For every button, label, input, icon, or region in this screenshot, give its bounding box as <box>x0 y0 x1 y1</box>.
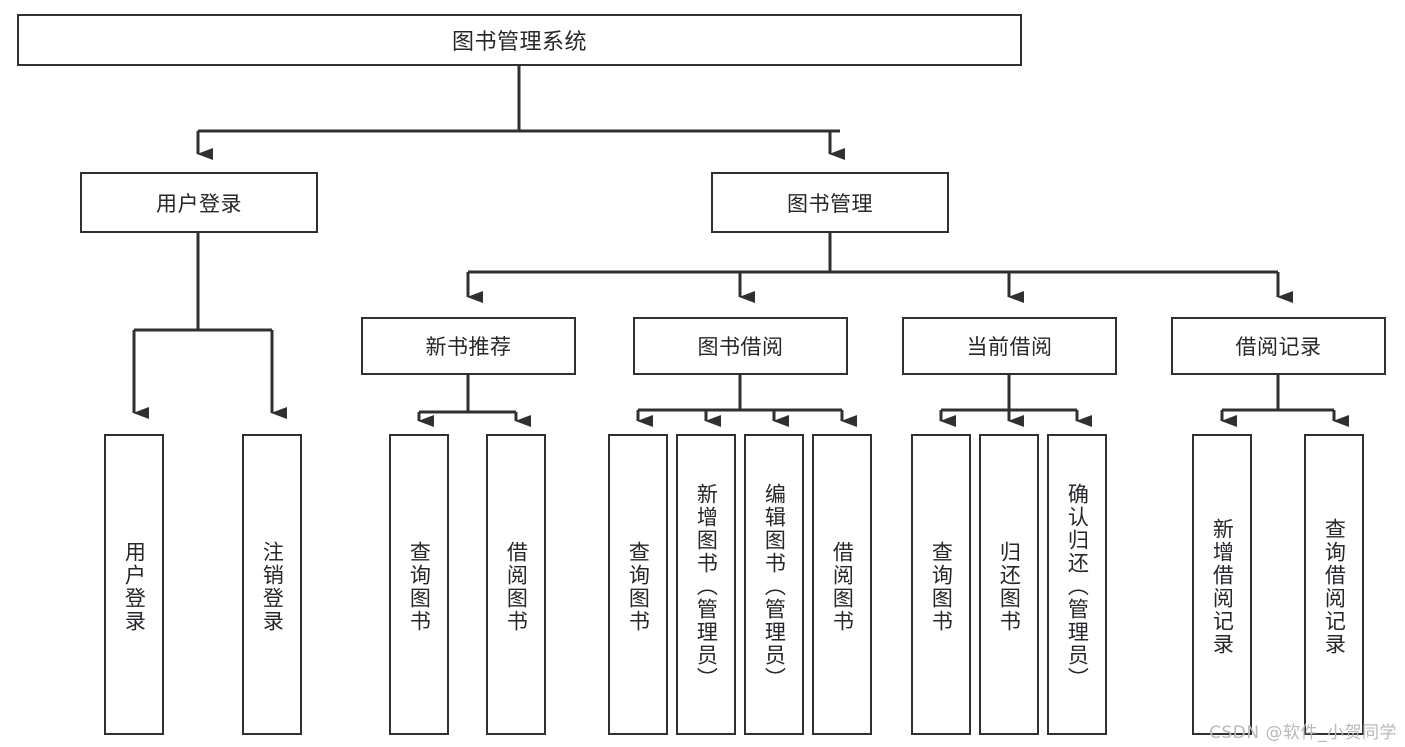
node-borrow-records[interactable]: 借阅记录 <box>1171 317 1386 375</box>
node-label: 借阅图书 <box>504 540 529 633</box>
node-label: 图书管理 <box>787 191 873 216</box>
node-book-management[interactable]: 图书管理 <box>711 172 949 233</box>
leaf-borrow-query-book[interactable]: 查询图书 <box>608 434 668 735</box>
node-label: 图书管理系统 <box>451 30 587 55</box>
node-label: 借阅记录 <box>1235 335 1322 359</box>
leaf-user-logout[interactable]: 注销登录 <box>242 434 302 735</box>
node-current-borrow[interactable]: 当前借阅 <box>902 317 1117 375</box>
leaf-borrow-borrow-book[interactable]: 借阅图书 <box>812 434 872 735</box>
node-new-book-recommend[interactable]: 新书推荐 <box>361 317 576 375</box>
node-label: 查询图书 <box>407 540 432 633</box>
node-label: 新书推荐 <box>425 335 512 359</box>
leaf-current-query-book[interactable]: 查询图书 <box>911 434 971 735</box>
node-user-login[interactable]: 用户登录 <box>80 172 318 233</box>
node-root-system[interactable]: 图书管理系统 <box>17 14 1022 66</box>
node-label: 查询图书 <box>626 540 651 633</box>
node-book-borrow[interactable]: 图书借阅 <box>633 317 848 375</box>
leaf-user-login[interactable]: 用户登录 <box>104 434 164 735</box>
leaf-records-query-record[interactable]: 查询借阅记录 <box>1304 434 1364 735</box>
node-label: 确认归还（管理员） <box>1065 483 1090 690</box>
node-label: 新增借阅记录 <box>1210 517 1235 656</box>
node-label: 当前借阅 <box>966 335 1053 359</box>
leaf-recommend-borrow-book[interactable]: 借阅图书 <box>486 434 546 735</box>
node-label: 用户登录 <box>156 191 242 216</box>
leaf-borrow-edit-book-admin[interactable]: 编辑图书（管理员） <box>744 434 804 735</box>
leaf-borrow-add-book-admin[interactable]: 新增图书（管理员） <box>676 434 736 735</box>
node-label: 查询图书 <box>929 540 954 633</box>
node-label: 图书借阅 <box>697 335 784 359</box>
leaf-records-add-record[interactable]: 新增借阅记录 <box>1192 434 1252 735</box>
node-label: 编辑图书（管理员） <box>762 483 787 690</box>
node-label: 用户登录 <box>122 540 147 633</box>
node-label: 注销登录 <box>260 540 285 633</box>
leaf-current-confirm-return-admin[interactable]: 确认归还（管理员） <box>1047 434 1107 735</box>
leaf-current-return-book[interactable]: 归还图书 <box>979 434 1039 735</box>
node-label: 查询借阅记录 <box>1322 517 1347 656</box>
node-label: 新增图书（管理员） <box>694 483 719 690</box>
node-label: 归还图书 <box>997 540 1022 633</box>
leaf-recommend-query-book[interactable]: 查询图书 <box>389 434 449 735</box>
node-label: 借阅图书 <box>830 540 855 633</box>
